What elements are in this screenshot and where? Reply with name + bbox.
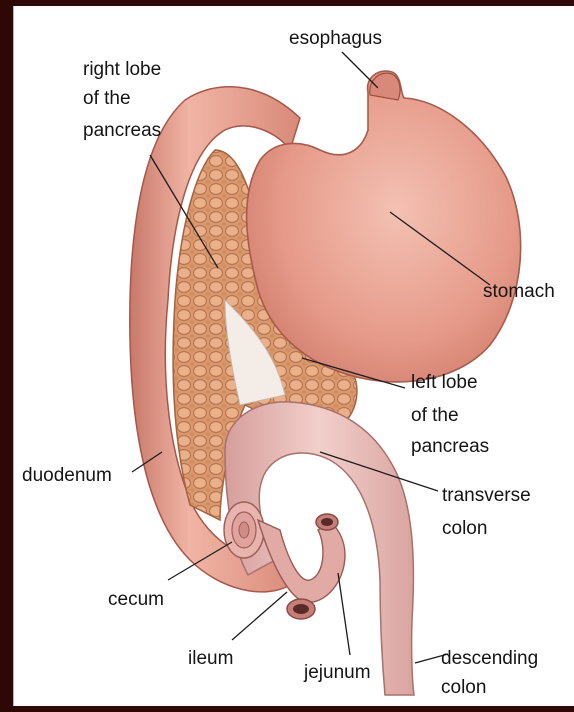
left-lobe-label-line1: left lobe — [411, 370, 478, 396]
cecum-label: cecum — [108, 587, 164, 613]
ileum-label: ileum — [188, 646, 233, 672]
esophagus-leader — [342, 52, 378, 88]
ileum-lumen — [293, 604, 309, 614]
jejunum-label: jejunum — [304, 660, 371, 686]
right-lobe-label-line2: of the — [83, 86, 131, 112]
descending-colon-label-line2: colon — [441, 675, 486, 701]
transverse-colon-label-line2: colon — [442, 516, 487, 542]
cecum-shape — [224, 502, 264, 558]
descending-colon-label-line1: descending — [441, 646, 538, 672]
transverse-colon-label-line1: transverse — [442, 483, 531, 509]
esophagus-label: esophagus — [289, 26, 382, 52]
right-lobe-label-line1: right lobe — [83, 57, 161, 83]
jejunum-lumen — [321, 518, 333, 526]
right-lobe-label-line3: pancreas — [83, 118, 161, 144]
stomach-label: stomach — [483, 279, 555, 305]
duodenum-label: duodenum — [22, 463, 112, 489]
left-lobe-label-line3: pancreas — [411, 434, 489, 460]
jejunum-leader — [338, 573, 350, 655]
left-lobe-label-line2: of the — [411, 403, 459, 429]
ileum-leader — [232, 592, 287, 640]
